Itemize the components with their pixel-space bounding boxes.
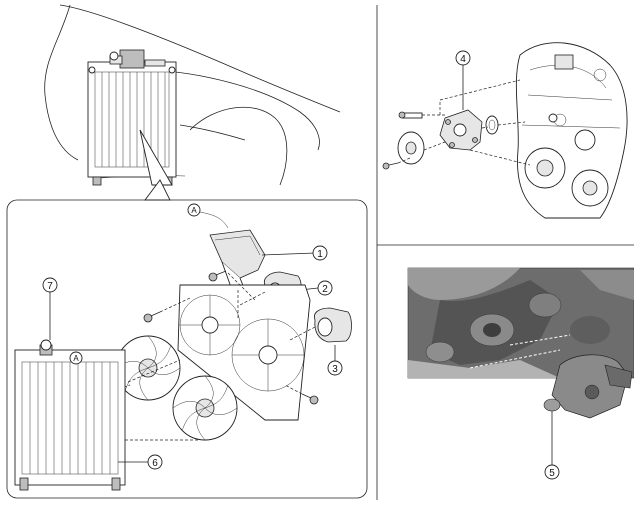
vehicle-front-view (44, 4, 341, 186)
callout-7-label: 7 (47, 281, 53, 292)
reference-a-radiator-label: A (73, 354, 79, 363)
fan-shroud (177, 284, 311, 421)
callout-2: 2 (317, 280, 333, 296)
shroud-bracket (209, 229, 316, 291)
callout-5-label: 5 (549, 468, 555, 479)
callout-3: 3 (327, 360, 343, 376)
shroud-spokes (180, 295, 304, 391)
callout-7: 7 (42, 277, 58, 293)
radiator (14, 292, 148, 491)
assembly-lines-right-top (397, 65, 531, 166)
callout-6-label: 6 (152, 458, 158, 469)
callout-5: 5 (544, 464, 560, 480)
callout-4-label: 4 (460, 54, 466, 65)
reference-a-top-label: A (191, 206, 197, 215)
fan-motor-lower (313, 307, 352, 362)
callout-2-label: 2 (322, 284, 328, 295)
callout-1-label: 1 (317, 249, 323, 260)
callout-1: 1 (312, 245, 328, 261)
callout-6: 6 (147, 454, 163, 470)
thermostat-housing-render (543, 354, 633, 465)
water-pump-assembly (382, 109, 499, 170)
engine-block-view (515, 42, 628, 219)
detail-box (6, 179, 368, 499)
fan-blade-lower (172, 375, 238, 441)
fan-blade-upper (115, 335, 181, 401)
callout-4: 4 (455, 50, 471, 66)
reference-a-radiator: A (69, 351, 83, 365)
callout-3-label: 3 (332, 364, 338, 375)
panel-dividers (376, 5, 634, 500)
reference-a-top: A (187, 203, 229, 229)
